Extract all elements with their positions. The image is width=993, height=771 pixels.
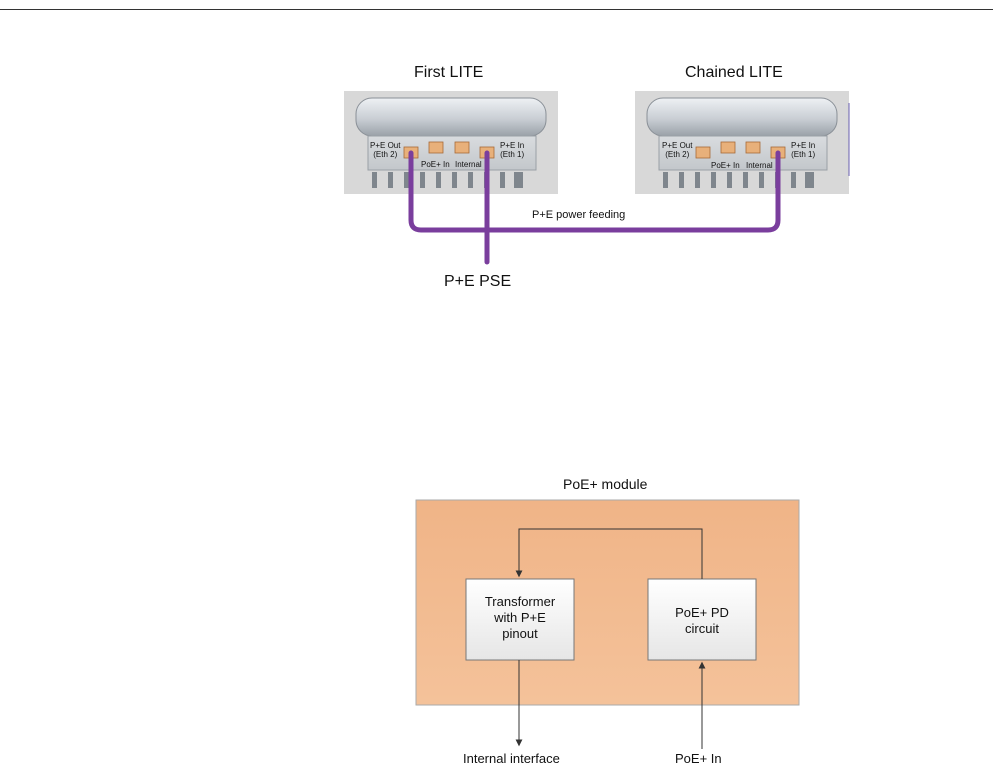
transformer-label: Transformer with P+E pinout bbox=[466, 594, 574, 642]
internal-interface-label: Internal interface bbox=[463, 751, 560, 766]
poe-in-label: PoE+ In bbox=[675, 751, 722, 766]
pd-circuit-label: PoE+ PD circuit bbox=[648, 605, 756, 637]
